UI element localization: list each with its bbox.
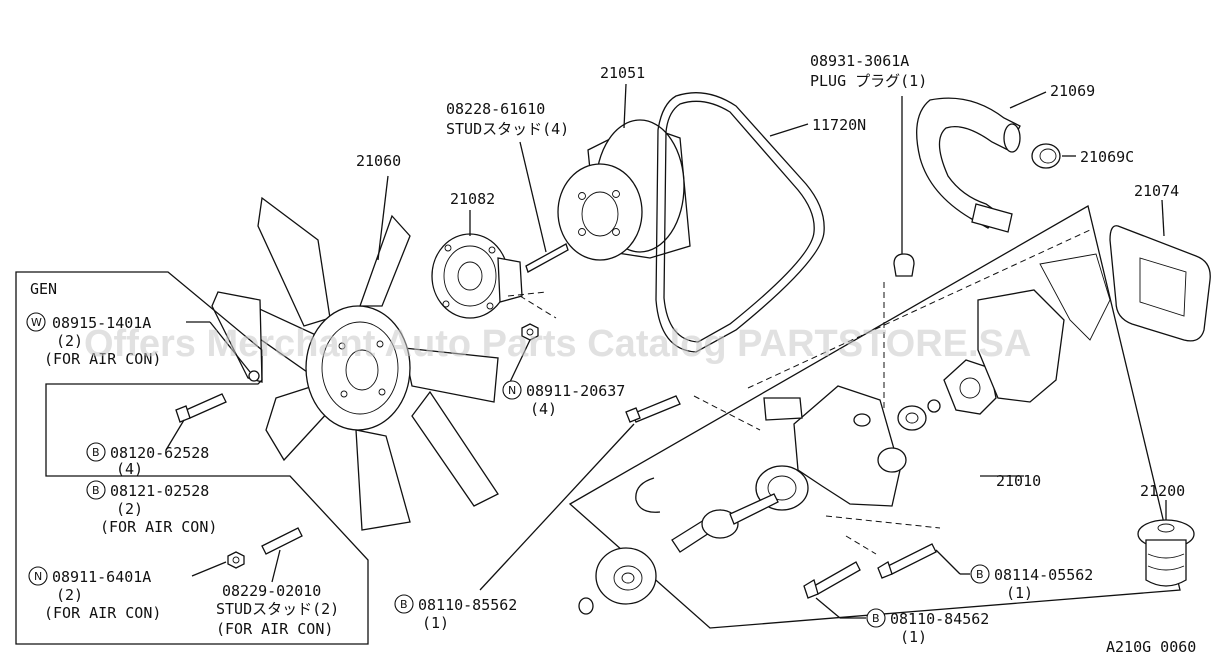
nut-08911-20637[interactable] <box>521 323 539 341</box>
nut2-qty: (2) <box>56 586 83 604</box>
label-21200: 21200 <box>1140 482 1185 500</box>
bolt1-part-number: 08120-62528 <box>110 444 209 462</box>
bolt-marker-1: B <box>92 446 100 459</box>
washer-note: (FOR AIR CON) <box>44 350 161 368</box>
bolt4-qty: (1) <box>1006 584 1033 602</box>
bolt5-part-number: 08110-84562 <box>890 610 989 628</box>
washer-08915-1401a[interactable] <box>248 370 260 382</box>
bolt1-qty: (4) <box>116 460 143 478</box>
stud2-part-name: STUDスタッド(2) <box>216 600 339 618</box>
stud-08228-61610[interactable] <box>525 243 569 273</box>
bolt5-qty: (1) <box>900 628 927 646</box>
nut-marker-1: N <box>508 384 516 397</box>
hose-21069[interactable] <box>916 97 1021 233</box>
diagram-code: A210G 0060 <box>1106 638 1196 656</box>
gasket-21074[interactable] <box>1109 225 1211 342</box>
pulley-21051[interactable] <box>557 119 691 261</box>
label-21069c: 21069C <box>1080 148 1134 166</box>
stud2-note: (FOR AIR CON) <box>216 620 333 638</box>
nut-marker-2: N <box>34 570 42 583</box>
washer-qty: (2) <box>56 332 83 350</box>
stud2-part-number: 08229-02010 <box>222 582 321 600</box>
pump-hub[interactable] <box>595 547 657 605</box>
label-21010: 21010 <box>996 472 1041 490</box>
nut2-note: (FOR AIR CON) <box>44 604 161 622</box>
pump-shaft-bearing[interactable] <box>671 493 779 553</box>
bolt4-part-number: 08114-05562 <box>994 566 1093 584</box>
v-belt-11720n[interactable] <box>655 92 825 353</box>
bolt3-part-number: 08110-85562 <box>418 596 517 614</box>
small-ring[interactable] <box>578 597 594 615</box>
bolt2-qty: (2) <box>116 500 143 518</box>
seal-bearing[interactable] <box>897 399 941 431</box>
label-11720n: 11720N <box>812 116 866 134</box>
water-pump-21082[interactable] <box>431 233 523 319</box>
watermark-text: Offers Merchant Auto Parts Catalog PARTS… <box>84 323 1031 365</box>
bolt-marker-4: B <box>976 568 984 581</box>
nut1-part-number: 08911-20637 <box>526 382 625 400</box>
stud-part-name: STUDスタッド(4) <box>446 120 569 138</box>
bolt-08120-62528[interactable] <box>185 393 227 419</box>
assembly-21010-outline <box>568 205 1181 629</box>
bolt2-part-number: 08121-02528 <box>110 482 209 500</box>
bolt-marker-3: B <box>400 598 408 611</box>
bolt3-qty: (1) <box>422 614 449 632</box>
label-21051: 21051 <box>600 64 645 82</box>
gen-box-title: GEN <box>30 280 57 298</box>
washer-marker: W <box>31 316 42 329</box>
bolt-08114-05562[interactable] <box>887 543 937 575</box>
bolt-marker-5: B <box>872 612 880 625</box>
pump-gasket-plate[interactable] <box>977 253 1111 403</box>
hose-clamp-21069c[interactable] <box>1031 143 1061 169</box>
bolt2-note: (FOR AIR CON) <box>100 518 217 536</box>
washer-part-number: 08915-1401A <box>52 314 151 332</box>
nut-08911-6401a[interactable] <box>227 551 245 569</box>
gen-box-outline <box>15 271 369 645</box>
label-21069: 21069 <box>1050 82 1095 100</box>
pump-housing[interactable] <box>755 385 907 511</box>
plug-part-name: PLUG プラグ(1) <box>810 72 927 90</box>
stud-08229-02010[interactable] <box>261 527 303 555</box>
bolt-marker-2: B <box>92 484 100 497</box>
label-21060: 21060 <box>356 152 401 170</box>
plug-part-number: 08931-3061A <box>810 52 909 70</box>
stud-part-number: 08228-61610 <box>446 100 545 118</box>
nut1-qty: (4) <box>530 400 557 418</box>
nut2-part-number: 08911-6401A <box>52 568 151 586</box>
snap-ring[interactable] <box>635 477 661 513</box>
bolt-08110-84562[interactable] <box>813 561 861 595</box>
label-21082: 21082 <box>450 190 495 208</box>
plug-08931-3061a[interactable] <box>893 253 915 277</box>
impeller[interactable] <box>943 359 997 415</box>
label-21074: 21074 <box>1134 182 1179 200</box>
thermostat-21200[interactable] <box>1137 519 1195 587</box>
